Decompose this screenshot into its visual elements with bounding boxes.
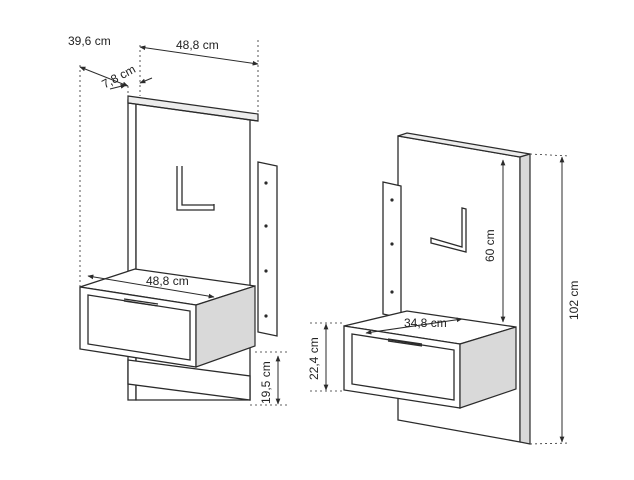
left-wall-hook: [176, 166, 215, 211]
dim-right-drawer-height: 22,4 cm: [307, 337, 321, 380]
right-rail-hole: [390, 290, 394, 294]
left-drawer-side: [195, 285, 256, 368]
right-drawer-side: [459, 326, 517, 409]
left-rail-hole: [264, 269, 268, 273]
right-wall-hook: [430, 207, 467, 253]
dim-left-depth-total: 39,6 cm: [68, 34, 111, 48]
right-unit: 60 cm 102 cm 34,8 cm 22,4 cm: [307, 132, 581, 445]
left-rail-hole: [264, 224, 268, 228]
left-rail-hole: [264, 314, 268, 318]
dim-left-drawer-height: 19,5 cm: [259, 361, 273, 404]
right-panel-edge: [519, 153, 531, 445]
dim-left-width-top: 48,8 cm: [176, 38, 219, 52]
left-rail-hole: [264, 181, 268, 185]
right-drawer-front-inner: [351, 333, 455, 401]
dim-right-panel-height: 60 cm: [483, 229, 497, 262]
left-wall-rail: [257, 161, 278, 337]
left-lower-panel: [127, 359, 251, 401]
dim-right-total-height: 102 cm: [567, 281, 581, 320]
right-rail-hole: [390, 242, 394, 246]
right-rail-hole: [390, 198, 394, 202]
dim-right-drawer-width: 34,8 cm: [404, 316, 447, 330]
dim-left-drawer-width: 48,8 cm: [146, 274, 189, 288]
right-wall-rail: [382, 181, 402, 319]
left-unit: 39,6 cm 48,8 cm 7,8 cm 48,8 cm 19,5 cm: [68, 34, 290, 406]
